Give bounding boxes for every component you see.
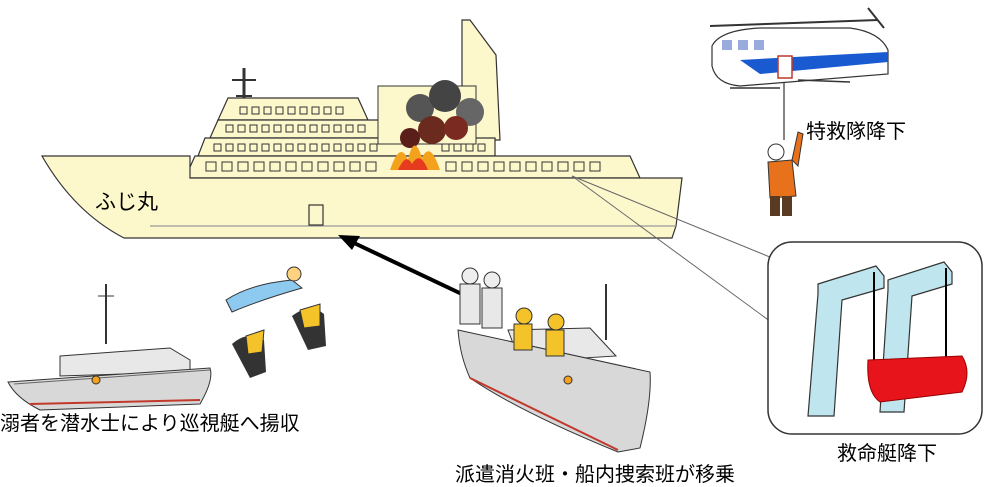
ship-name-label: ふじ丸 bbox=[95, 190, 158, 214]
lifeboat-detail-panel bbox=[767, 241, 983, 435]
rescuer-rappelling-icon bbox=[767, 131, 804, 216]
helicopter-icon bbox=[709, 7, 889, 140]
lifeboat-action-label: 救命艇降下 bbox=[837, 441, 937, 465]
helicopter-action-label: 特救隊降下 bbox=[806, 119, 906, 143]
divers-icon bbox=[225, 266, 326, 378]
firefighters-icon bbox=[459, 267, 565, 357]
callout-line bbox=[571, 175, 783, 331]
patrol-boat-left bbox=[7, 284, 212, 411]
fire-smoke-icon bbox=[377, 80, 484, 170]
transfer-arrow bbox=[338, 235, 467, 298]
diver-action-label: 溺者を潜水士により巡視艇へ揚収 bbox=[0, 411, 300, 435]
firefight-action-label: 派遣消火班・船内捜索班が移乗 bbox=[455, 462, 735, 486]
